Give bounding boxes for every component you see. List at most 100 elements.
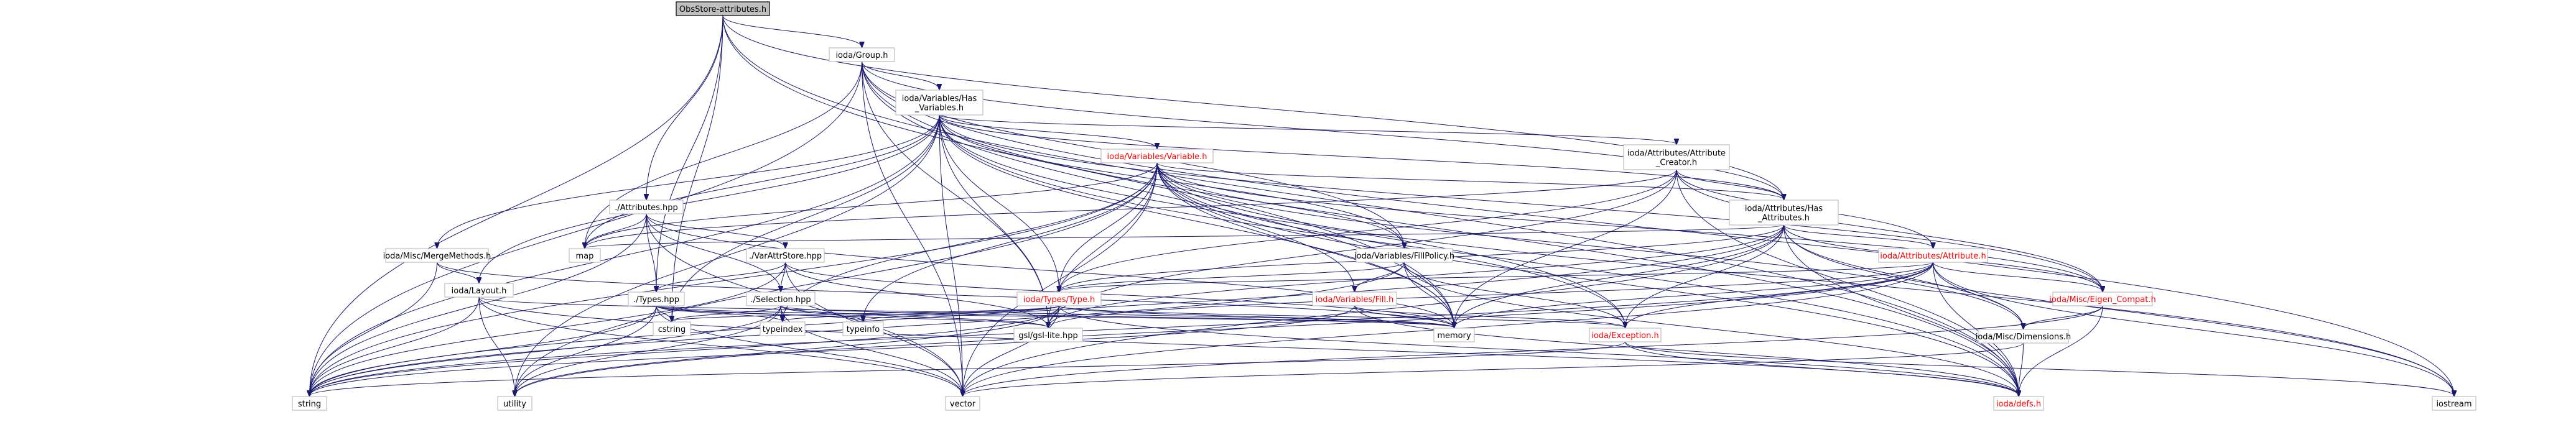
edge-eigen-to-vector — [963, 305, 2103, 396]
node-mergemethods-box — [385, 248, 489, 263]
node-root[interactable]: ObsStore-attributes.h — [676, 1, 770, 16]
edge-dimensions-to-defs — [2019, 342, 2024, 396]
edge-hasvars-to-eigen — [939, 114, 2103, 291]
edge-root-to-types_hpp — [656, 15, 723, 291]
node-memory[interactable]: memory — [1433, 328, 1475, 342]
edge-types_type-to-cstring — [672, 305, 1059, 321]
node-group-label-0: ioda/Group.h — [835, 51, 888, 60]
node-mergemethods-label-0: ioda/Misc/MergeMethods.h — [383, 252, 491, 261]
edge-root-to-defs — [722, 15, 2019, 396]
edge-types_hpp-to-gsl — [656, 305, 1048, 328]
node-iostream[interactable]: iostream — [2432, 396, 2476, 411]
edge-attribute-to-gsl — [1048, 262, 1933, 328]
node-types_hpp[interactable]: ./Types.hpp — [628, 291, 685, 306]
edge-fill_h-to-exception — [1354, 305, 1625, 328]
edge-group-to-map — [585, 61, 862, 248]
node-map-box — [569, 248, 601, 263]
edge-attrcreator-to-eigen — [1676, 169, 2103, 291]
edge-types_hpp-to-vector — [656, 305, 963, 396]
node-selection_hpp-label-0: ./Selection.hpp — [750, 295, 811, 305]
edge-variable-to-fill_h — [1156, 162, 1355, 291]
edge-hasvars-to-layout — [479, 114, 940, 283]
node-eigen-box — [2052, 291, 2153, 306]
node-cstring[interactable]: cstring — [653, 321, 691, 336]
edge-varattrstore-to-gsl — [785, 262, 1049, 328]
node-types_type[interactable]: ioda/Types/Type.h — [1016, 291, 1102, 306]
edge-layout-to-string — [310, 296, 480, 396]
edge-selection_hpp-to-cstring — [672, 305, 781, 321]
node-variable[interactable]: ioda/Variables/Variable.h — [1100, 149, 1214, 163]
node-attributes_hpp-box — [609, 200, 684, 214]
edge-variable-to-vector — [963, 162, 1158, 396]
edge-attrcreator-to-map — [585, 169, 1677, 248]
node-varattrstore[interactable]: ./VarAttrStore.hpp — [746, 248, 825, 263]
node-fill_h[interactable]: ioda/Variables/Fill.h — [1312, 291, 1397, 306]
node-vector[interactable]: vector — [945, 396, 980, 411]
node-utility-label-0: utility — [503, 400, 526, 409]
edge-attributes_hpp-to-memory — [646, 213, 1454, 328]
node-defs[interactable]: ioda/defs.h — [1993, 396, 2044, 411]
node-memory-label-0: memory — [1437, 331, 1471, 341]
edge-exception-to-defs — [1625, 341, 2019, 396]
node-gsl[interactable]: gsl/gsl-lite.hpp — [1013, 328, 1083, 342]
node-variable-label-0: ioda/Variables/Variable.h — [1107, 152, 1207, 162]
edge-varattrstore-to-string — [310, 262, 786, 396]
edge-attribute-to-types_type — [1059, 262, 1933, 291]
edge-variable-to-typeindex — [783, 162, 1158, 321]
node-layout[interactable]: ioda/Layout.h — [444, 283, 514, 298]
edge-group-to-defs — [862, 61, 2019, 396]
edge-fillpolicy-to-defs — [1404, 262, 2019, 396]
node-exception-label-0: ioda/Exception.h — [1591, 331, 1659, 341]
node-typeinfo[interactable]: typeinfo — [842, 321, 884, 336]
node-utility-box — [497, 396, 532, 411]
edge-variable-to-defs — [1156, 162, 2019, 396]
node-hasvars-label-0: ioda/Variables/Has — [902, 94, 977, 104]
node-eigen[interactable]: ioda/Misc/Eigen_Compat.h — [2049, 291, 2156, 306]
edge-selection_hpp-to-string — [310, 305, 781, 396]
edge-eigen-to-defs — [2019, 305, 2103, 396]
edge-group-to-hasattrs — [862, 61, 1784, 200]
node-defs-label-0: ioda/defs.h — [1996, 400, 2041, 409]
edge-hasattrs-to-iostream — [1783, 224, 2455, 396]
node-attrcreator[interactable]: ioda/Attributes/Attribute_Creator.h — [1623, 144, 1730, 170]
node-group[interactable]: ioda/Group.h — [829, 47, 895, 62]
node-exception[interactable]: ioda/Exception.h — [1589, 328, 1662, 342]
node-hasvars[interactable]: ioda/Variables/Has_Variables.h — [895, 89, 983, 116]
edge-hasvars-to-utility — [515, 114, 940, 396]
edge-variable-to-map — [585, 162, 1158, 248]
edge-exception-to-iostream — [1625, 341, 2455, 396]
edge-group-to-iostream — [862, 61, 2455, 396]
node-map[interactable]: map — [569, 248, 601, 263]
edge-hasvars-to-mergemethods — [437, 114, 940, 248]
edge-attributes_hpp-to-string — [310, 213, 647, 396]
edge-attribute-to-memory — [1454, 262, 1933, 328]
edge-selection_hpp-to-gsl — [780, 305, 1048, 328]
node-dimensions[interactable]: ioda/Misc/Dimensions.h — [1976, 329, 2071, 344]
edge-variable-to-types_type — [1059, 162, 1158, 291]
node-hasattrs[interactable]: ioda/Attributes/Has_Attributes.h — [1729, 200, 1839, 226]
edge-root-to-cstring — [672, 15, 723, 321]
node-selection_hpp[interactable]: ./Selection.hpp — [746, 291, 816, 306]
node-mergemethods[interactable]: ioda/Misc/MergeMethods.h — [383, 248, 491, 263]
node-vector-label-0: vector — [950, 400, 976, 409]
node-attribute[interactable]: ioda/Attributes/Attribute.h — [1878, 248, 1988, 263]
node-group-box — [829, 47, 895, 62]
edge-variable-to-dimensions — [1156, 162, 2024, 329]
node-fill_h-box — [1312, 291, 1397, 306]
node-gsl-box — [1013, 328, 1083, 342]
edge-root-to-group — [722, 15, 862, 47]
node-string[interactable]: string — [292, 396, 327, 411]
edge-fillpolicy-to-memory — [1404, 262, 1454, 328]
edge-group-to-gsl — [862, 61, 1049, 328]
node-attributes_hpp[interactable]: ./Attributes.hpp — [609, 200, 684, 214]
edge-hasvars-to-hasattrs — [939, 114, 1784, 200]
node-fillpolicy-label-0: ioda/Variables/FillPolicy.h — [1354, 252, 1454, 261]
node-utility[interactable]: utility — [497, 396, 532, 411]
edge-types_hpp-to-memory — [656, 305, 1454, 328]
edge-hasvars-to-attrcreator — [939, 114, 1676, 144]
node-fillpolicy[interactable]: ioda/Variables/FillPolicy.h — [1354, 248, 1454, 263]
edge-attribute-to-iostream — [1933, 262, 2455, 396]
node-typeindex[interactable]: typeindex — [760, 321, 806, 336]
edge-hasvars-to-fillpolicy — [939, 114, 1405, 248]
